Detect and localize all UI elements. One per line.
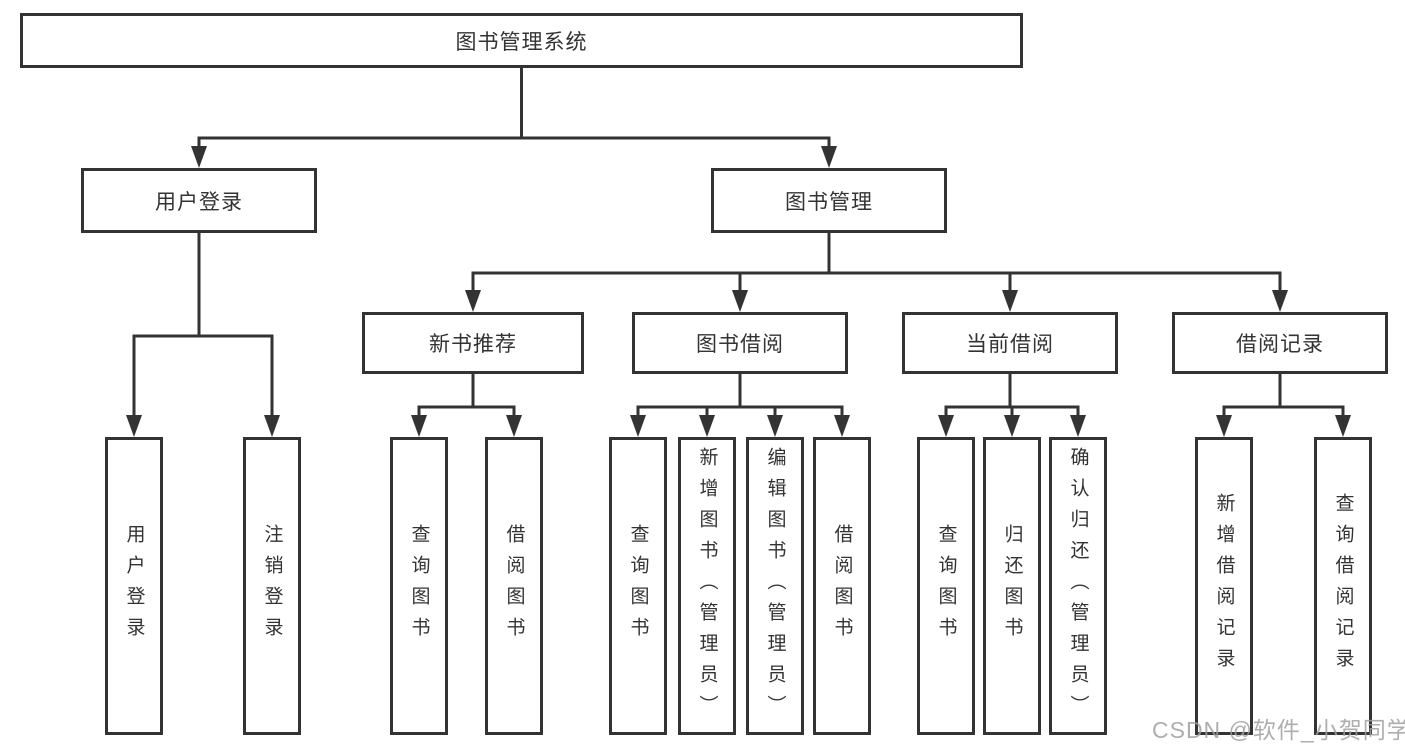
node-book-management: 图书管理 [711, 168, 947, 233]
leaf-add-borrow-record-label: 新增借阅记录 [1213, 493, 1235, 679]
leaf-logout-label: 注销登录 [261, 524, 283, 648]
leaf-borrow-book: 借阅图书 [813, 437, 871, 735]
node-current-borrow: 当前借阅 [902, 312, 1118, 374]
leaf-add-borrow-record: 新增借阅记录 [1195, 437, 1253, 735]
leaf-recommend-borrow-book: 借阅图书 [485, 437, 543, 735]
leaf-user-login-label: 用户登录 [123, 524, 145, 648]
leaf-return-book-label: 归还图书 [1001, 524, 1023, 648]
leaf-recommend-query-book-label: 查询图书 [408, 524, 430, 648]
node-book-management-label: 图书管理 [785, 190, 873, 214]
node-user-login: 用户登录 [81, 168, 317, 233]
leaf-borrow-query-book-label: 查询图书 [627, 524, 649, 648]
node-book-borrow-label: 图书借阅 [696, 333, 784, 356]
leaf-query-borrow-record-label: 查询借阅记录 [1332, 493, 1354, 679]
node-root-label: 图书管理系统 [455, 30, 588, 54]
leaf-user-login: 用户登录 [105, 437, 163, 735]
leaf-confirm-return-admin: 确认归还（管理员） [1049, 437, 1107, 735]
leaf-confirm-return-admin-label: 确认归还（管理员） [1067, 446, 1089, 726]
leaf-current-query-book-label: 查询图书 [935, 524, 957, 648]
leaf-add-book-admin: 新增图书（管理员） [678, 437, 736, 735]
node-borrow-record: 借阅记录 [1172, 312, 1388, 374]
leaf-query-borrow-record: 查询借阅记录 [1314, 437, 1372, 735]
leaf-current-query-book: 查询图书 [917, 437, 975, 735]
leaf-add-book-admin-label: 新增图书（管理员） [696, 446, 718, 726]
node-new-book-recommend: 新书推荐 [362, 312, 584, 374]
node-book-borrow: 图书借阅 [632, 312, 848, 374]
leaf-edit-book-admin-label: 编辑图书（管理员） [764, 446, 786, 726]
node-user-login-label: 用户登录 [155, 190, 243, 214]
leaf-borrow-query-book: 查询图书 [609, 437, 667, 735]
leaf-edit-book-admin: 编辑图书（管理员） [746, 437, 804, 735]
leaf-logout: 注销登录 [243, 437, 301, 735]
leaf-recommend-query-book: 查询图书 [390, 437, 448, 735]
leaf-return-book: 归还图书 [983, 437, 1041, 735]
node-root: 图书管理系统 [20, 13, 1023, 68]
leaf-recommend-borrow-book-label: 借阅图书 [503, 524, 525, 648]
watermark: CSDN @软件_小贺同学 [1152, 717, 1405, 743]
node-borrow-record-label: 借阅记录 [1236, 333, 1324, 356]
leaf-borrow-book-label: 借阅图书 [831, 524, 853, 648]
node-new-book-recommend-label: 新书推荐 [429, 333, 517, 356]
node-current-borrow-label: 当前借阅 [966, 333, 1054, 356]
